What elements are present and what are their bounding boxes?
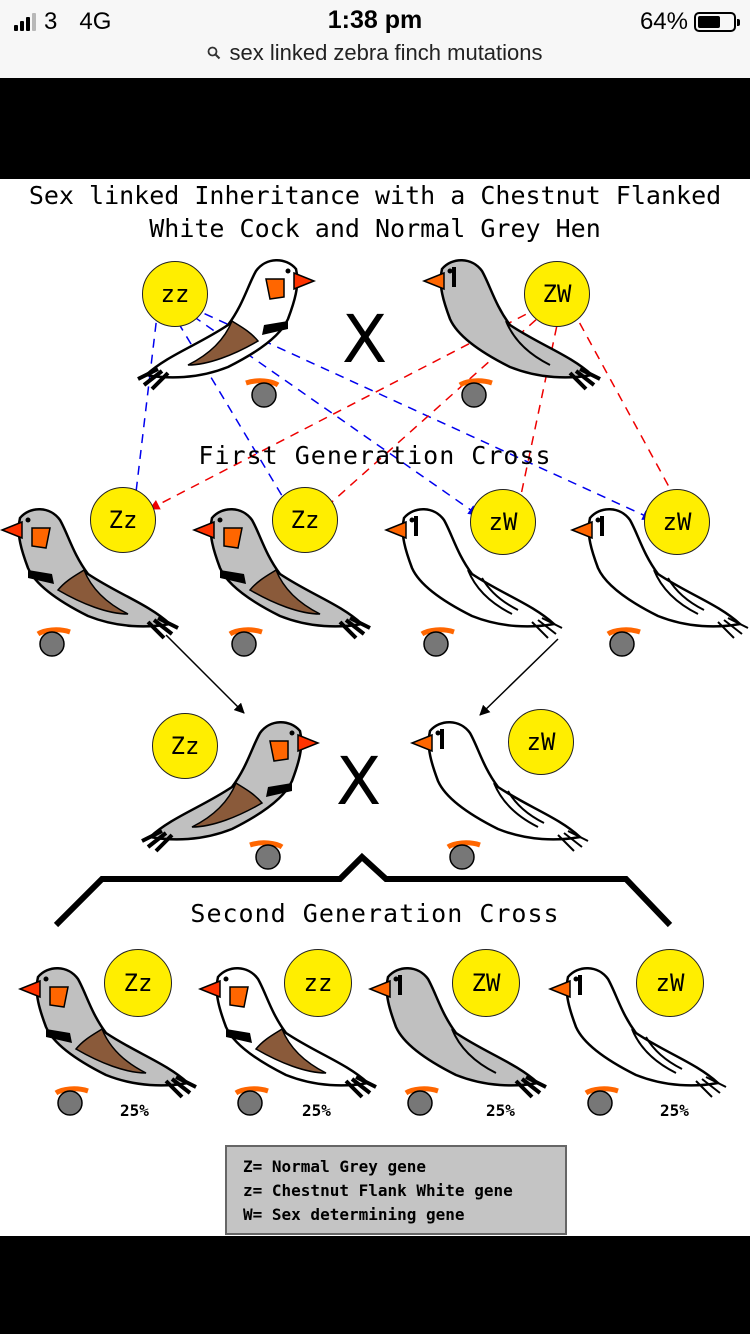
f2-percent-4: 25% [660,1101,689,1120]
legend-item-normal-grey: Z= Normal Grey gene [243,1157,427,1176]
parent-female-bird [421,259,601,408]
second-cross-male-genotype: Zz [152,713,218,779]
f2-genotype-1: Zz [104,949,172,1017]
parent-cross-symbol: X [342,301,388,378]
parent-female-genotype: ZW [524,261,590,327]
search-icon [208,46,221,60]
signal-icon [14,13,36,31]
status-bar: 3 4G 1:38 pm 64% sex linked zebra finch … [0,0,750,78]
diagram-graphics [0,259,749,1116]
first-generation-label: First Generation Cross [198,441,552,470]
carrier-label: 3 [44,8,58,35]
legend-item-sex-determining: W= Sex determining gene [243,1205,465,1224]
f2-genotype-4: zW [636,949,704,1017]
f2-percent-1: 25% [120,1101,149,1120]
f2-genotype-3: ZW [452,949,520,1017]
f1-bird-2 [191,508,371,657]
f2-bird-4 [547,967,727,1116]
image-letterbox-top [0,78,750,179]
network-label: 4G [79,8,112,35]
legend-item-chestnut-flank: z= Chestnut Flank White gene [243,1181,513,1200]
f1-bird-4 [569,508,749,657]
f2-percent-3: 25% [486,1101,515,1120]
f1-genotype-4: zW [644,489,710,555]
second-cross-male-bird [141,721,321,870]
search-url-bar[interactable]: sex linked zebra finch mutations [0,40,750,66]
second-cross-female-bird [409,721,589,870]
f2-bird-2 [197,967,377,1116]
diagram-title-line1: Sex linked Inheritance with a Chestnut F… [28,181,722,210]
inheritance-diagram: Sex linked Inheritance with a Chestnut F… [0,179,750,1236]
search-query[interactable]: sex linked zebra finch mutations [229,40,543,65]
f1-genotype-2: Zz [272,487,338,553]
diagram-title-line2: White Cock and Normal Grey Hen [149,214,601,243]
parent-male-bird [137,259,317,408]
f1-genotype-3: zW [470,489,536,555]
second-generation-bracket [53,852,673,928]
battery-icon [694,12,740,32]
clock: 1:38 pm [327,6,423,34]
f1-bird-3 [383,508,563,657]
second-cross-female-genotype: zW [508,709,574,775]
image-letterbox-bottom [0,1236,750,1334]
status-right: 64% [639,8,740,36]
f2-bird-1 [17,967,197,1116]
parent-male-genotype: zz [142,261,208,327]
status-left: 3 4G [14,8,111,36]
f1-genotype-1: Zz [90,487,156,553]
f2-genotype-2: zz [284,949,352,1017]
battery-percent: 64% [639,8,688,35]
f2-bird-3 [367,967,547,1116]
second-generation-label: Second Generation Cross [190,899,560,928]
second-cross-symbol: X [336,743,382,820]
f1-bird-1 [0,508,179,657]
f2-percent-2: 25% [302,1101,331,1120]
gene-legend: Z= Normal Grey gene z= Chestnut Flank Wh… [225,1145,567,1235]
